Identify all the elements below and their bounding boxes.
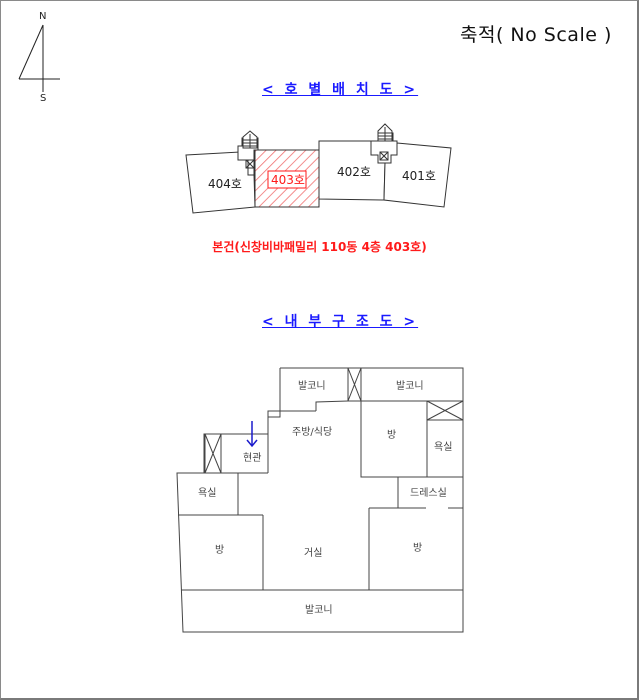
room-bedroom-right-bottom: 방 <box>413 542 422 554</box>
interior-floor-plan <box>176 367 464 633</box>
elevator-right-icon <box>379 151 389 161</box>
room-balcony-top-right: 발코니 <box>396 380 424 392</box>
subject-property-caption: 본건(신창비바패밀리 110동 4층 403호) <box>212 240 427 254</box>
room-entrance: 현관 <box>243 452 261 464</box>
unit-404-label: 404호 <box>208 177 242 191</box>
room-balcony-top-left: 발코니 <box>298 380 326 392</box>
room-bedroom-right-top: 방 <box>387 429 396 441</box>
room-bath-left: 욕실 <box>198 487 216 499</box>
unit-403-label: 403호 <box>271 173 305 187</box>
compass-north-label: N <box>39 11 46 22</box>
unit-layout-title: < 호 별 배 치 도 > <box>262 82 419 98</box>
elevator-left-icon <box>245 159 255 169</box>
unit-402-label: 402호 <box>337 165 371 179</box>
room-kitchen: 주방/식당 <box>292 426 332 438</box>
entrance-arrow-icon <box>246 421 258 448</box>
room-bath-right: 욕실 <box>434 441 452 453</box>
unit-403-label-box <box>267 170 307 189</box>
scale-label: 축적( No Scale ) <box>460 24 612 46</box>
room-dressing: 드레스실 <box>410 487 447 499</box>
room-bedroom-left: 방 <box>215 544 224 556</box>
unit-layout-plan <box>185 123 452 214</box>
room-balcony-bottom: 발코니 <box>305 604 333 616</box>
interior-plan-title: < 내 부 구 조 도 > <box>262 314 419 330</box>
compass-south-label: S <box>40 93 46 104</box>
room-living: 거실 <box>304 547 322 559</box>
unit-401-label: 401호 <box>402 169 436 183</box>
north-arrow-icon <box>18 24 60 92</box>
